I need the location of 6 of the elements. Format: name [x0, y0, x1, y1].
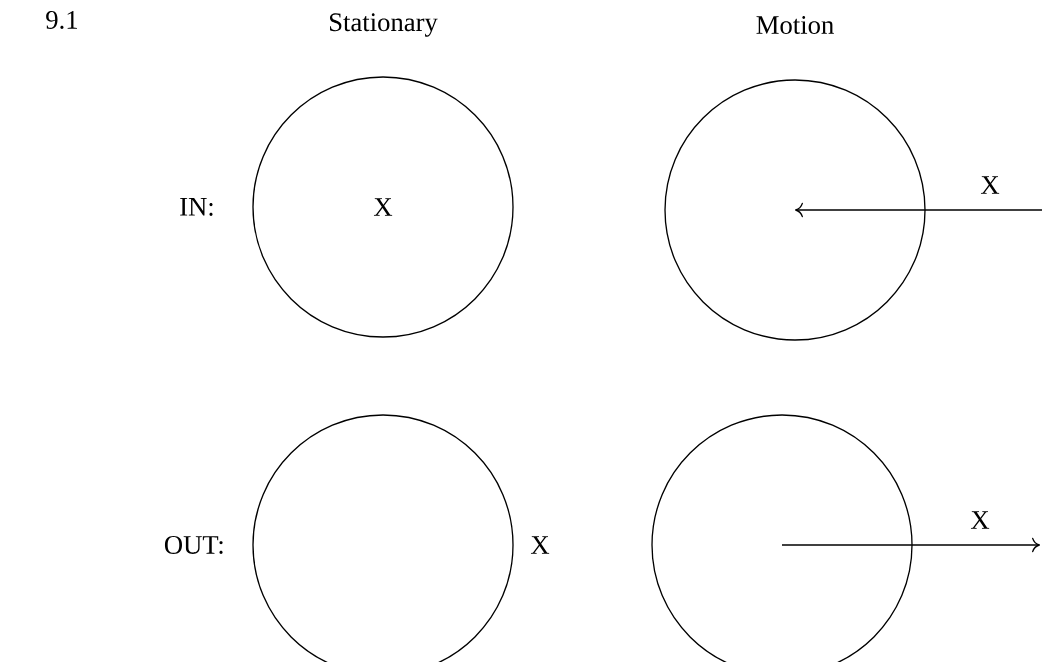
text-label: 9.1 [46, 11, 77, 29]
text-label: X [980, 176, 1000, 194]
circle [664, 79, 926, 341]
text-label: X [970, 511, 990, 529]
side-label: X [530, 536, 550, 554]
text-label: IN: [180, 198, 213, 216]
